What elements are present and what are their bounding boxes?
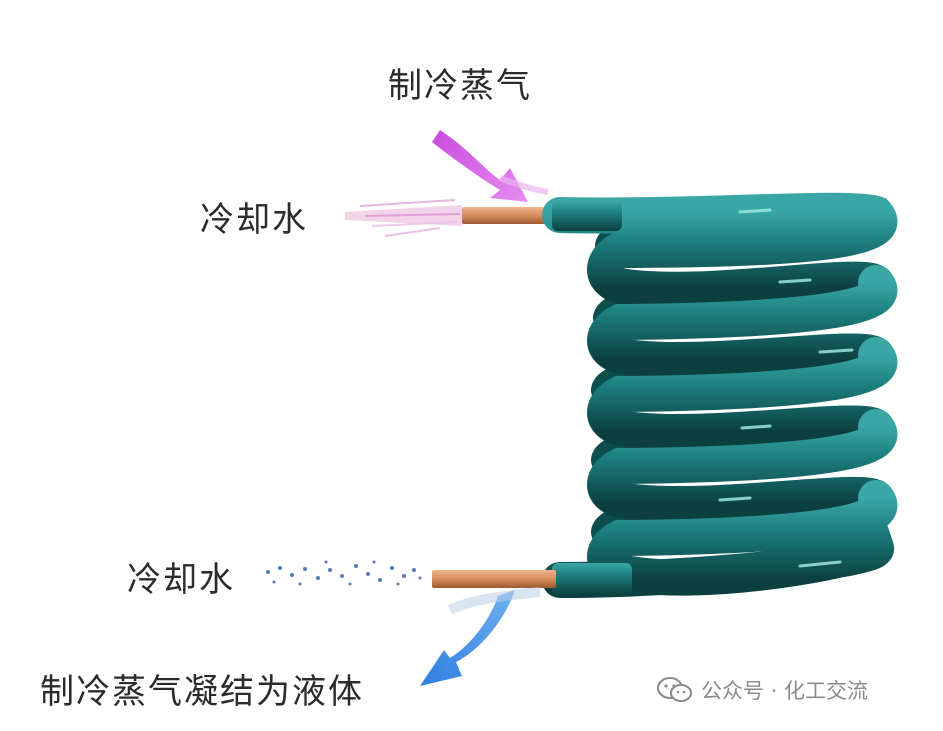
coil-outlet-segment <box>552 563 632 595</box>
refrigerant-vapor-arrow <box>432 130 549 202</box>
cooling-water-inlet-label: 冷却水 <box>200 200 308 240</box>
coil-inlet-segment <box>552 201 622 231</box>
condensed-liquid-label: 制冷蒸气凝结为液体 <box>40 672 364 712</box>
cooling-water-spray-top <box>345 199 462 237</box>
watermark-text: 公众号 · 化工交流 <box>701 679 869 703</box>
cooling-water-spray-bottom <box>266 560 422 586</box>
coil-highlights <box>718 208 854 568</box>
refrigerant-vapor-label: 制冷蒸气 <box>388 66 532 106</box>
condensed-liquid-arrow <box>420 587 541 686</box>
wechat-icon <box>657 677 692 702</box>
watermark: 公众号 · 化工交流 <box>657 675 868 705</box>
copper-pipe-bottom <box>432 570 556 588</box>
copper-pipe-top <box>462 207 554 224</box>
cooling-water-outlet-label: 冷却水 <box>127 560 235 600</box>
coil-front-arcs <box>542 192 898 598</box>
